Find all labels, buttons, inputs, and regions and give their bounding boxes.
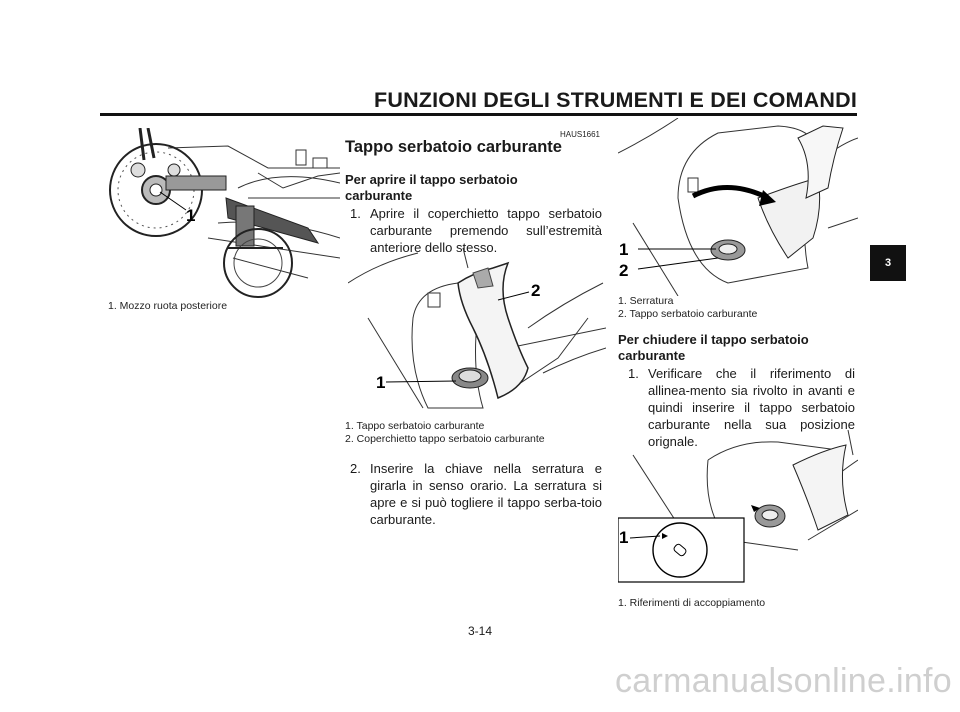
figure2-caption-1: 1. Tappo serbatoio carburante — [345, 420, 485, 432]
figure3-caption-2: 2. Tappo serbatoio carburante — [618, 308, 758, 320]
step-number: 1. — [350, 206, 361, 221]
open-step-2: 2. Inserire la chiave nella serratura e … — [350, 460, 602, 528]
figure3-caption-1: 1. Serratura — [618, 295, 674, 307]
step-number: 2. — [350, 461, 361, 476]
section-title: Tappo serbatoio carburante — [345, 138, 562, 156]
figure4-caption: 1. Riferimenti di accoppiamento — [618, 597, 766, 609]
fuel-lid-open-illustration: 1 2 — [348, 248, 606, 409]
chapter-tab[interactable]: 3 — [870, 245, 906, 281]
figure3-callout-1: 1 — [619, 240, 628, 259]
step-text: Aprire il coperchietto tappo serbatoio c… — [370, 206, 602, 255]
watermark: carmanualsonline.info — [614, 662, 952, 700]
open-step-1: 1. Aprire il coperchietto tappo serbatoi… — [350, 205, 602, 256]
step-text: Verificare che il riferimento di allinea… — [648, 366, 855, 449]
figure1-caption: 1. Mozzo ruota posteriore — [108, 300, 228, 312]
section-code: HAUS1661 — [559, 130, 600, 139]
close-step-1: 1. Verificare che il riferimento di alli… — [628, 365, 855, 450]
figure2-callout-2: 2 — [531, 281, 540, 300]
close-heading: Per chiudere il tappo serbatoio carburan… — [618, 332, 809, 363]
step-text: Inserire la chiave nella serratura e gir… — [370, 461, 602, 527]
figure3-callout-2: 2 — [619, 261, 628, 280]
figure2-caption-2: 2. Coperchietto tappo serbatoio carburan… — [345, 433, 545, 445]
rear-wheel-illustration: 1 — [109, 128, 340, 298]
step-number: 1. — [628, 366, 639, 381]
figure1-callout-1: 1 — [186, 206, 195, 225]
open-heading: Per aprire il tappo serbatoio carburante — [345, 172, 518, 203]
header-rule — [100, 113, 857, 116]
figure4-callout-1: 1 — [619, 528, 628, 547]
page-number: 3-14 — [467, 624, 493, 638]
fuel-cap-lock-illustration: 1 2 — [618, 118, 858, 296]
page-header-title: FUNZIONI DEGLI STRUMENTI E DEI COMANDI — [374, 88, 857, 112]
alignment-marks-illustration: 1 — [618, 430, 858, 583]
figure2-callout-1: 1 — [376, 373, 385, 392]
